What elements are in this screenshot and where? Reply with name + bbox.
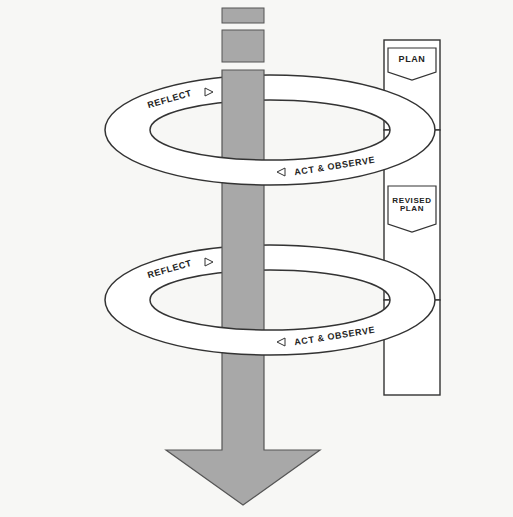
cycle-band-back xyxy=(105,75,435,130)
cycle-band-front xyxy=(105,130,435,185)
cycle-band-front xyxy=(105,300,435,355)
direction-triangle xyxy=(277,168,285,176)
arrow-dash xyxy=(222,30,264,62)
time-arrow xyxy=(166,70,320,505)
direction-triangle xyxy=(205,88,213,96)
direction-triangle xyxy=(277,338,285,346)
plan-marker xyxy=(388,186,436,232)
plan-marker xyxy=(388,48,436,80)
step-label: PLAN xyxy=(399,55,426,64)
direction-triangle xyxy=(205,258,213,266)
cycle-band-back xyxy=(105,245,435,300)
step-label: REVISED PLAN xyxy=(390,197,434,214)
arrow-dash xyxy=(222,8,264,23)
